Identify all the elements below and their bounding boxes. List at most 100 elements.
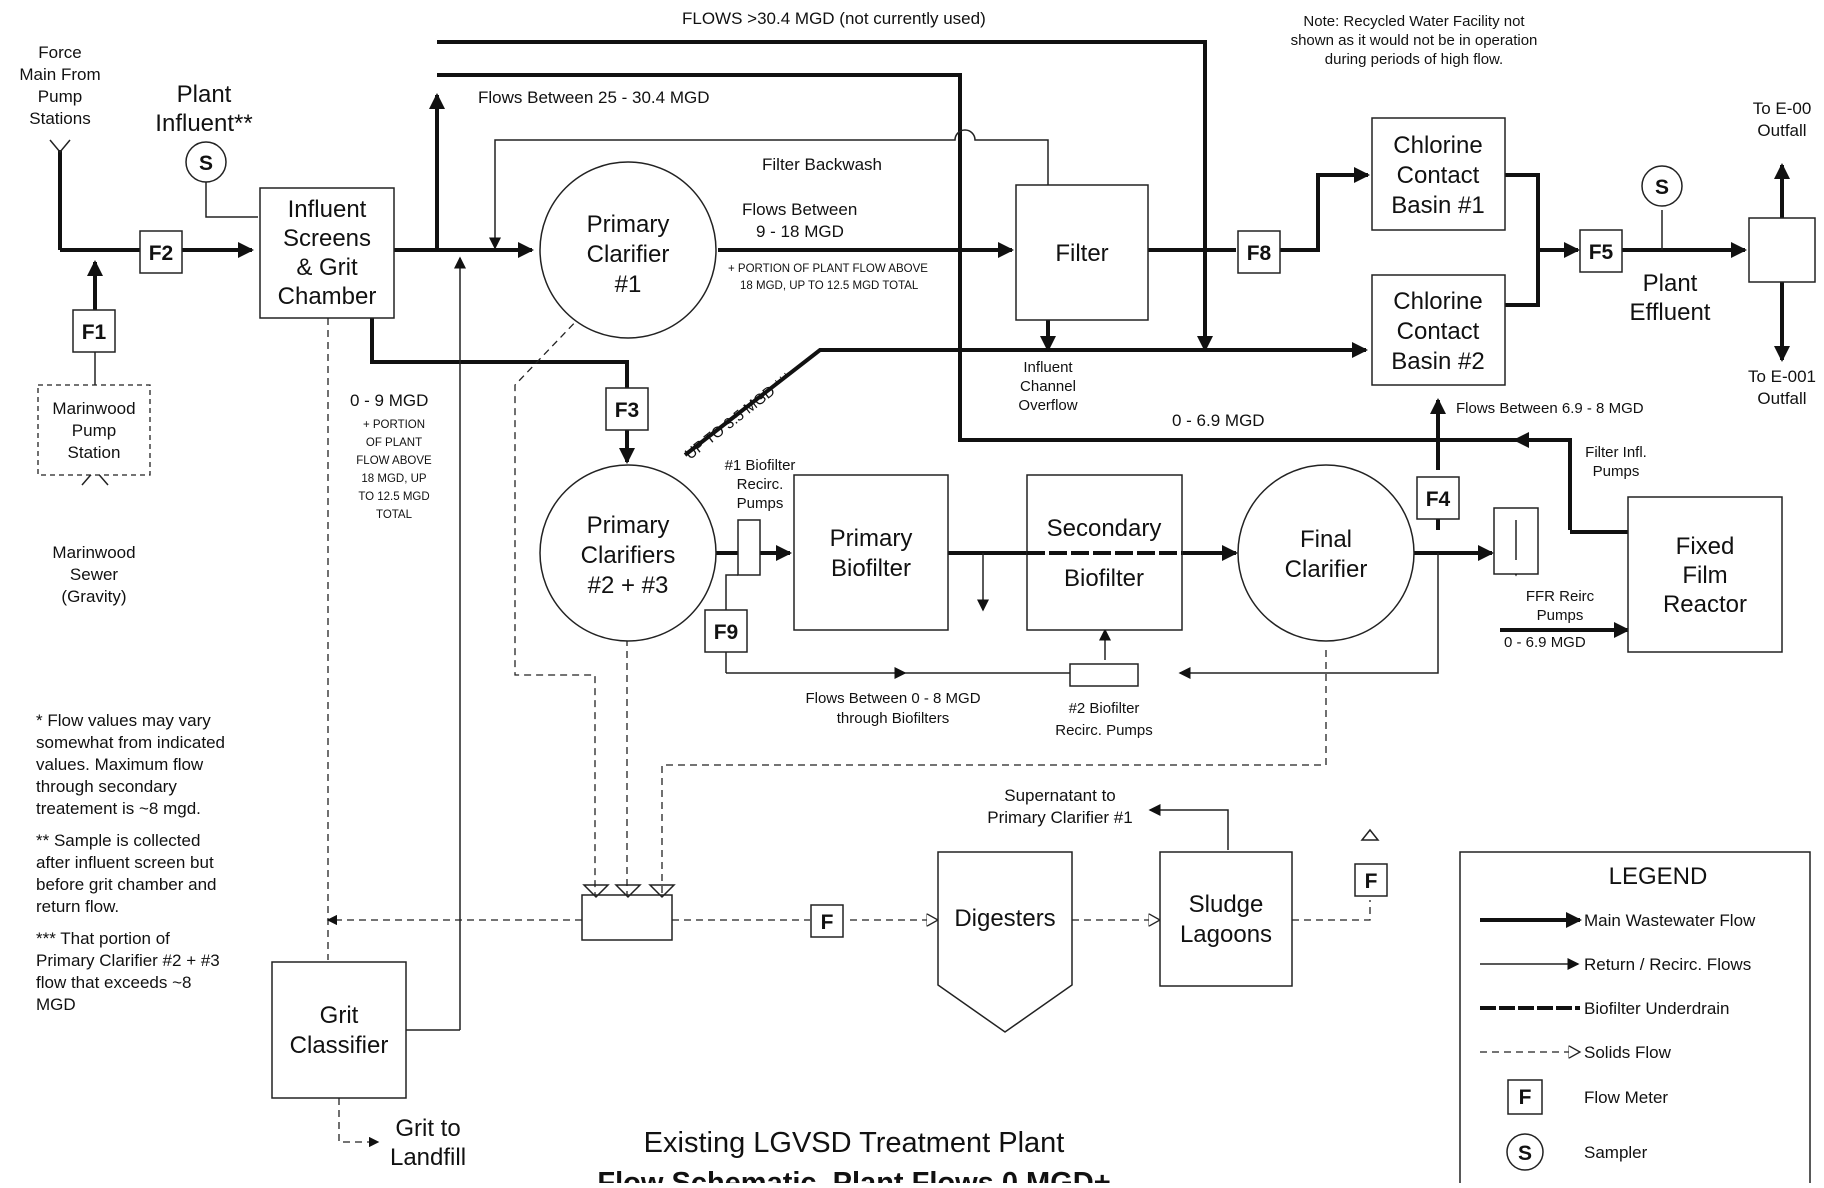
flow-meter-f4[interactable]: F4 bbox=[1416, 476, 1460, 520]
label-flows-0-8: Flows Between 0 - 8 MGD through Biofilte… bbox=[805, 690, 980, 727]
force-main-symbol bbox=[49, 139, 71, 154]
outfall-junction-box bbox=[1748, 217, 1816, 283]
svg-text:through Biofilters: through Biofilters bbox=[837, 710, 950, 727]
svg-text:Overflow: Overflow bbox=[1018, 397, 1077, 414]
solids-flow-lines bbox=[326, 314, 1371, 1148]
label-ffr-recirc: FFR Reirc Pumps bbox=[1526, 588, 1595, 624]
solids-collection-box bbox=[581, 884, 676, 941]
svg-text:Screens: Screens bbox=[283, 225, 371, 252]
label-0-9-note: + PORTION OF PLANT FLOW ABOVE 18 MGD, UP… bbox=[356, 419, 432, 521]
svg-text:To E-00: To E-00 bbox=[1753, 99, 1812, 118]
svg-text:(Gravity): (Gravity) bbox=[61, 587, 126, 606]
legend-meter-symbol bbox=[1507, 1079, 1543, 1115]
unit-chlorine-basin-2[interactable]: Chlorine Contact Basin #2 bbox=[1371, 274, 1506, 386]
svg-text:TO 12.5 MGD: TO 12.5 MGD bbox=[358, 491, 429, 503]
svg-text:Influent**: Influent** bbox=[155, 110, 252, 137]
flow-meter-lagoon[interactable]: F bbox=[1354, 863, 1388, 897]
unit-digesters[interactable]: Digesters bbox=[937, 851, 1073, 1033]
label-to-e001: To E-001 Outfall bbox=[1748, 367, 1816, 408]
label-influent-overflow: Influent Channel Overflow bbox=[1018, 359, 1077, 414]
legend-solids-label: Solids Flow bbox=[1584, 1043, 1672, 1062]
svg-text:FFR Reirc: FFR Reirc bbox=[1526, 588, 1595, 605]
svg-text:F: F bbox=[821, 911, 834, 934]
svg-text:Fixed: Fixed bbox=[1676, 533, 1735, 560]
svg-text:Lagoons: Lagoons bbox=[1180, 921, 1272, 948]
svg-text:Channel: Channel bbox=[1020, 378, 1076, 395]
svg-text:18 MGD, UP: 18 MGD, UP bbox=[361, 473, 427, 485]
svg-text:F4: F4 bbox=[1426, 488, 1451, 511]
svg-text:Pump: Pump bbox=[38, 87, 82, 106]
flow-meter-f3[interactable]: F3 bbox=[605, 387, 649, 431]
svg-text:F9: F9 bbox=[714, 621, 739, 644]
svg-text:Clarifier: Clarifier bbox=[1285, 556, 1368, 583]
unit-grit-classifier[interactable]: Grit Classifier bbox=[271, 961, 407, 1099]
unit-fixed-film-reactor[interactable]: Fixed Film Reactor bbox=[1627, 496, 1783, 653]
unit-secondary-biofilter[interactable]: Secondary Biofilter bbox=[1026, 474, 1183, 631]
label-up-to-3-5: UP TO 3.5 MGD *** bbox=[682, 369, 796, 463]
flow-meter-f1[interactable]: F1 bbox=[72, 309, 116, 353]
diagram-title: Existing LGVSD Treatment Plant bbox=[644, 1127, 1065, 1159]
svg-text:+ PORTION OF PLANT FLOW ABOVE: + PORTION OF PLANT FLOW ABOVE bbox=[728, 263, 928, 275]
legend-main-label: Main Wastewater Flow bbox=[1584, 911, 1756, 930]
label-grit-landfill: Grit to Landfill bbox=[390, 1115, 466, 1171]
svg-text:Biofilter: Biofilter bbox=[831, 555, 911, 582]
label-filter-backwash: Filter Backwash bbox=[762, 155, 882, 174]
unit-primary-clarifier-1[interactable]: Primary Clarifier #1 bbox=[539, 161, 717, 339]
unit-primary-clarifiers-2-3[interactable]: Primary Clarifiers #2 + #3 bbox=[539, 464, 717, 642]
svg-text:Chlorine: Chlorine bbox=[1393, 288, 1482, 315]
svg-text:Primary Clarifier #1: Primary Clarifier #1 bbox=[987, 808, 1132, 827]
svg-text:Station: Station bbox=[68, 443, 121, 462]
svg-text:Classifier: Classifier bbox=[290, 1032, 389, 1059]
svg-text:Basin #2: Basin #2 bbox=[1391, 348, 1484, 375]
svg-text:Marinwood: Marinwood bbox=[52, 543, 135, 562]
sampler-effluent[interactable]: S bbox=[1641, 165, 1683, 207]
svg-text:F: F bbox=[1365, 870, 1378, 893]
label-plant-influent: Plant Influent** bbox=[155, 81, 252, 137]
ffr-recirc-pump bbox=[1493, 507, 1539, 575]
svg-text:& Grit: & Grit bbox=[296, 254, 358, 281]
flow-meter-solids[interactable]: F bbox=[810, 904, 844, 938]
svg-text:* Flow values may vary: * Flow values may vary bbox=[36, 711, 211, 730]
svg-text:somewhat from indicated: somewhat from indicated bbox=[36, 733, 225, 752]
svg-text:flow that exceeds ~8: flow that exceeds ~8 bbox=[36, 973, 191, 992]
unit-filter[interactable]: Filter bbox=[1015, 184, 1149, 321]
svg-text:Recirc.: Recirc. bbox=[737, 476, 784, 493]
svg-text:S: S bbox=[199, 152, 213, 175]
svg-text:Final: Final bbox=[1300, 526, 1352, 553]
flow-meter-f8[interactable]: F8 bbox=[1237, 230, 1281, 274]
svg-text:Secondary: Secondary bbox=[1047, 515, 1162, 542]
svg-text:Flows Between: Flows Between bbox=[742, 200, 857, 219]
unit-primary-biofilter[interactable]: Primary Biofilter bbox=[793, 474, 949, 631]
svg-text:#1 Biofilter: #1 Biofilter bbox=[725, 457, 796, 474]
flow-meter-f5[interactable]: F5 bbox=[1579, 229, 1623, 273]
svg-text:Influent: Influent bbox=[1023, 359, 1073, 376]
flow-meter-f9[interactable]: F9 bbox=[704, 609, 748, 653]
return-flow-lines bbox=[205, 129, 1663, 1031]
svg-text:Digesters: Digesters bbox=[954, 905, 1055, 932]
flow-meter-f2[interactable]: F2 bbox=[139, 230, 183, 274]
svg-text:Outfall: Outfall bbox=[1757, 389, 1806, 408]
legend-sampler-label: Sampler bbox=[1584, 1143, 1648, 1162]
legend-return-label: Return / Recirc. Flows bbox=[1584, 955, 1751, 974]
unit-final-clarifier[interactable]: Final Clarifier bbox=[1237, 464, 1415, 642]
svg-text:Primary: Primary bbox=[587, 512, 670, 539]
label-to-e00: To E-00 Outfall bbox=[1753, 99, 1812, 140]
svg-text:S: S bbox=[1655, 176, 1669, 199]
unit-sludge-lagoons[interactable]: Sludge Lagoons bbox=[1159, 851, 1293, 987]
legend-sampler-symbol bbox=[1506, 1133, 1544, 1171]
svg-text:F2: F2 bbox=[149, 242, 174, 265]
unit-influent-screens[interactable]: Influent Screens & Grit Chamber bbox=[259, 187, 395, 319]
svg-text:treatement is ~8 mgd.: treatement is ~8 mgd. bbox=[36, 799, 201, 818]
svg-text:Influent: Influent bbox=[288, 196, 367, 223]
sampler-influent[interactable]: S bbox=[185, 141, 227, 183]
label-flows-over: FLOWS >30.4 MGD (not currently used) bbox=[682, 9, 986, 28]
unit-chlorine-basin-1[interactable]: Chlorine Contact Basin #1 bbox=[1371, 117, 1506, 231]
svg-text:9 - 18 MGD: 9 - 18 MGD bbox=[756, 222, 844, 241]
svg-text:Grit to: Grit to bbox=[395, 1115, 460, 1142]
label-supernatant: Supernatant to Primary Clarifier #1 bbox=[987, 786, 1132, 827]
svg-text:before grit chamber and: before grit chamber and bbox=[36, 875, 217, 894]
svg-text:Plant: Plant bbox=[1643, 270, 1698, 297]
legend-title: LEGEND bbox=[1609, 863, 1708, 890]
